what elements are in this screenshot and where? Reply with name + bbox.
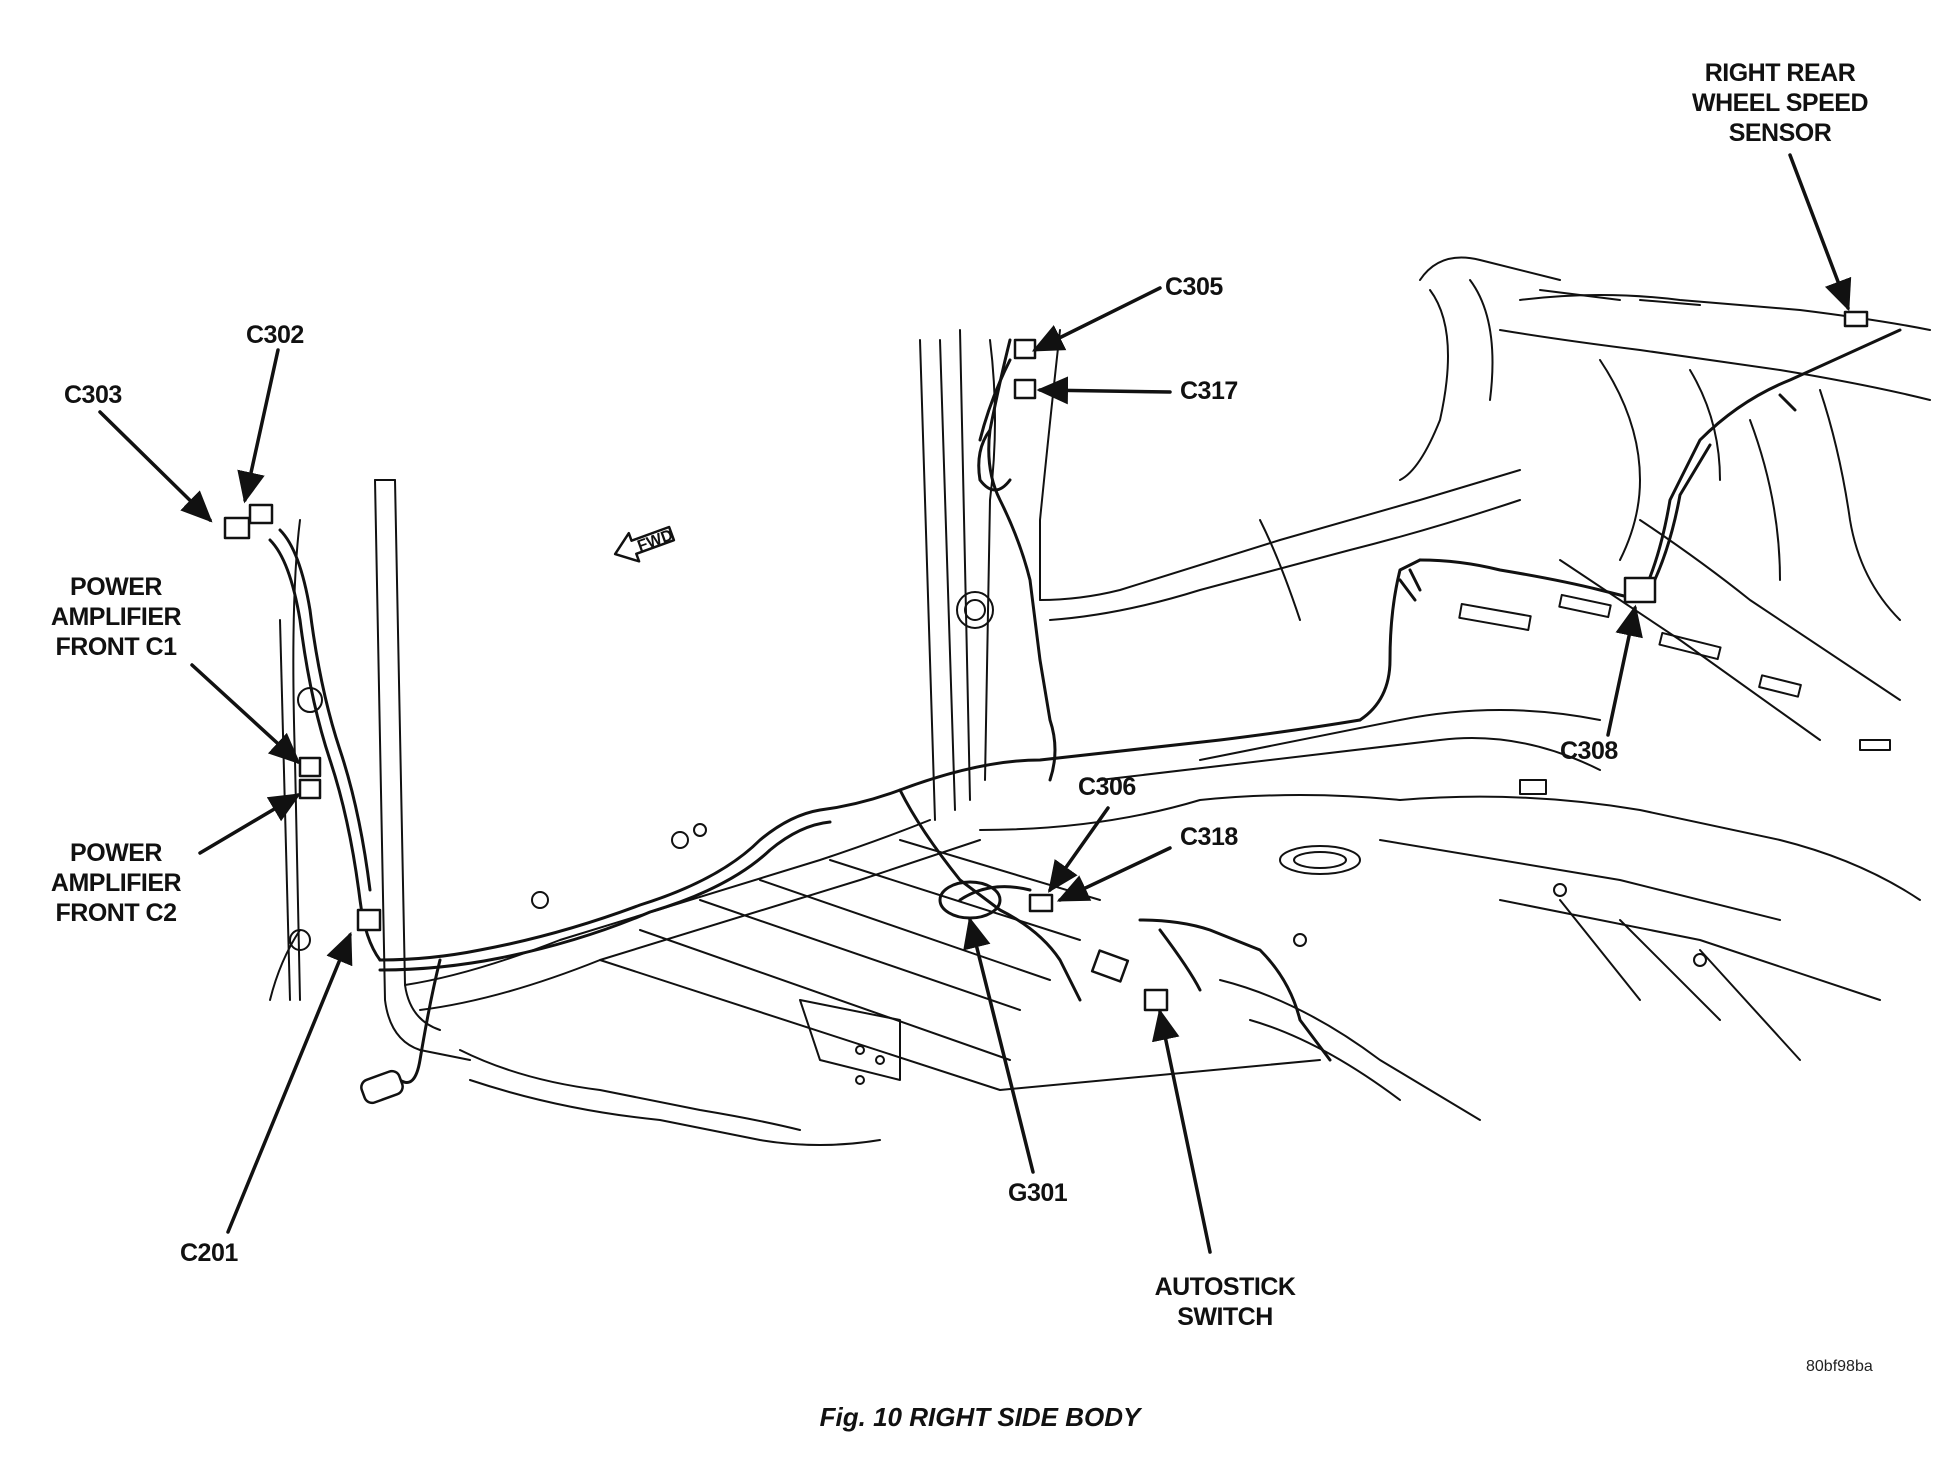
wiring-harness [223,310,1902,1105]
arrow-c302 [237,348,280,504]
leader-arrows [98,153,1852,1254]
fwd-label: FWD [635,527,675,555]
arrow-pa-front-c1 [190,663,301,765]
label-c306: C306 [1078,773,1136,801]
arrow-rr-wheel-speed-sensor [1788,153,1852,312]
arrow-c305 [1031,286,1162,352]
label-c305: C305 [1165,273,1223,301]
figure-caption: Fig. 10 RIGHT SIDE BODY [819,1402,1141,1432]
fwd-direction-marker: FWD [613,525,675,563]
arrow-c317 [1036,376,1172,405]
arrow-c303 [98,410,213,523]
arrow-g301 [963,916,1035,1174]
arrow-c308 [1606,604,1643,737]
label-g301: G301 [1008,1179,1068,1207]
arrow-c306 [1047,806,1110,893]
label-c302: C302 [246,321,304,349]
body-structure [269,256,1931,1146]
label-rr-wheel-speed-sensor: RIGHT REAR WHEEL SPEED SENSOR [1691,59,1869,147]
label-c318: C318 [1180,823,1238,851]
label-pa-front-c1: POWER AMPLIFIER FRONT C1 [50,573,182,661]
label-pa-front-c2: POWER AMPLIFIER FRONT C2 [50,839,182,927]
label-autostick-switch: AUTOSTICK SWITCH [1154,1273,1296,1331]
label-c308: C308 [1560,737,1618,765]
label-c317: C317 [1180,377,1238,405]
label-c303: C303 [64,381,122,409]
arrow-c318 [1056,846,1172,902]
arrow-pa-front-c2 [198,793,302,855]
label-c201: C201 [180,1239,238,1267]
figure-code: 80bf98ba [1806,1358,1873,1375]
arrow-c201 [226,931,353,1234]
arrow-autostick-switch [1152,1008,1212,1254]
